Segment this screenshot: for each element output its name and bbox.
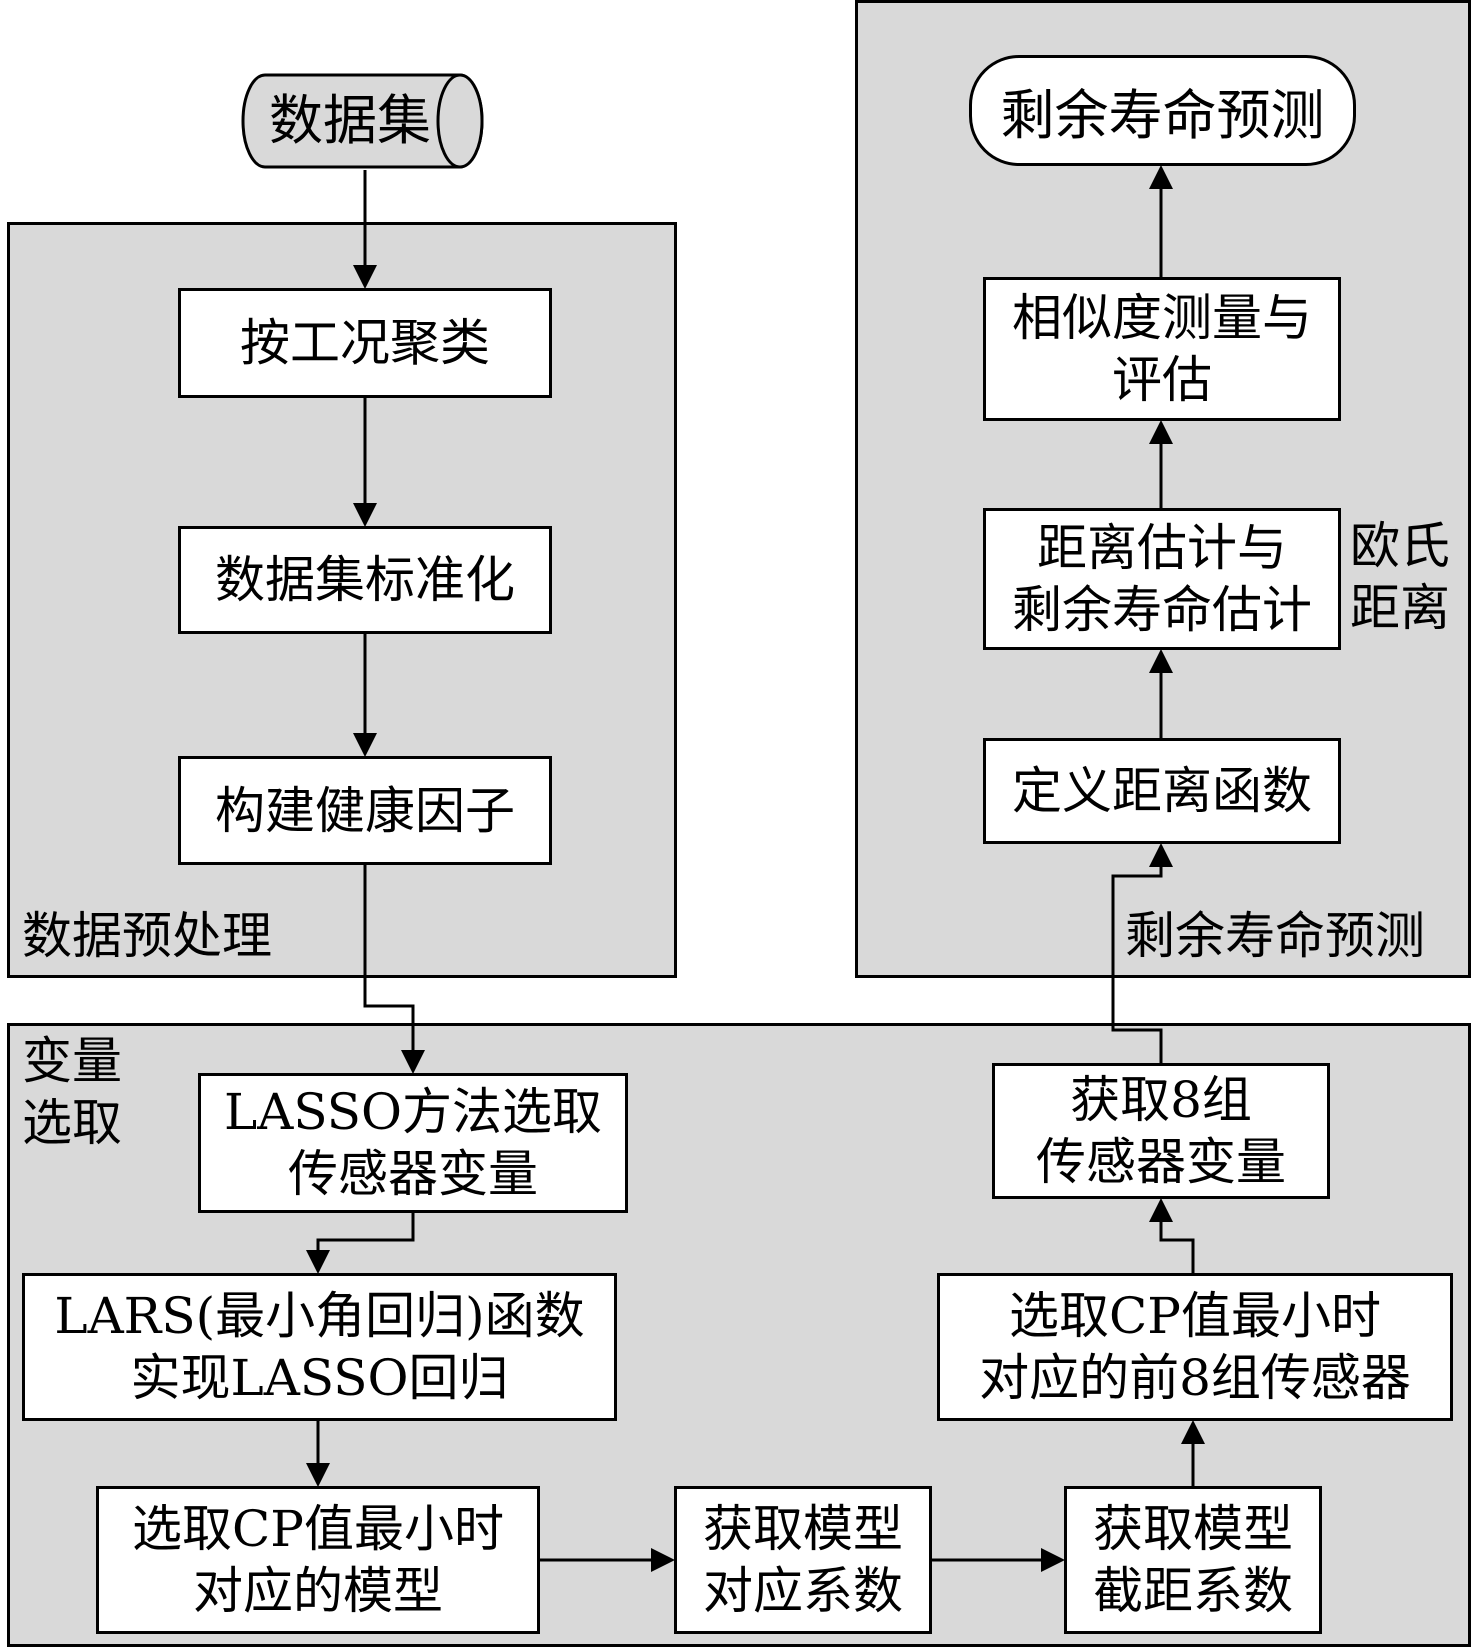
coef-line: 获取模型 [703, 1500, 903, 1558]
step-normalize: 数据集标准化 [178, 526, 552, 634]
min-cp-model-line: 对应的模型 [193, 1562, 443, 1620]
define-distance-box: 定义距离函数 [983, 738, 1341, 844]
euclid-note: 欧氏 距离 [1350, 515, 1450, 639]
intercept-line: 截距系数 [1093, 1562, 1293, 1620]
selection-title-line: 选取 [22, 1094, 122, 1152]
lars-line: 实现LASSO回归 [130, 1349, 509, 1407]
estimate-line: 距离估计与 [1037, 519, 1287, 577]
min-cp-sensors-line: 对应的前8组传感器 [979, 1349, 1411, 1407]
lasso-line: 传感器变量 [288, 1145, 538, 1203]
lasso-box: LASSO方法选取 传感器变量 [198, 1073, 628, 1213]
estimate-box: 距离估计与 剩余寿命估计 [983, 508, 1341, 650]
preprocess-title: 数据预处理 [22, 907, 272, 965]
rul-title: 剩余寿命预测 [1125, 907, 1425, 965]
intercept-box: 获取模型 截距系数 [1064, 1486, 1322, 1634]
coef-box: 获取模型 对应系数 [674, 1486, 932, 1634]
similarity-line: 评估 [1112, 351, 1212, 409]
selection-title-line: 变量 [22, 1032, 122, 1090]
min-cp-model-box: 选取CP值最小时 对应的模型 [96, 1486, 540, 1634]
coef-line: 对应系数 [703, 1562, 903, 1620]
estimate-line: 剩余寿命估计 [1012, 581, 1312, 639]
step-normalize-label: 数据集标准化 [215, 551, 515, 609]
get8-box: 获取8组 传感器变量 [992, 1063, 1330, 1199]
dataset-label: 数据集 [269, 89, 431, 152]
similarity-line: 相似度测量与 [1012, 289, 1312, 347]
step-cluster: 按工况聚类 [178, 288, 552, 398]
get8-line: 传感器变量 [1036, 1133, 1286, 1191]
euclid-note-line: 距离 [1350, 579, 1450, 637]
similarity-box: 相似度测量与 评估 [983, 277, 1341, 421]
dataset-cylinder [241, 73, 484, 169]
selection-title: 变量 选取 [22, 1030, 122, 1154]
lars-line: LARS(最小角回归)函数 [54, 1287, 585, 1345]
define-distance-label: 定义距离函数 [1012, 762, 1312, 820]
step-cluster-label: 按工况聚类 [240, 314, 490, 372]
step-health-factor: 构建健康因子 [178, 756, 552, 865]
get8-line: 获取8组 [1070, 1071, 1252, 1129]
rul-output: 剩余寿命预测 [969, 55, 1356, 166]
lars-box: LARS(最小角回归)函数 实现LASSO回归 [22, 1273, 617, 1421]
euclid-note-line: 欧氏 [1350, 517, 1450, 575]
step-health-factor-label: 构建健康因子 [215, 781, 515, 840]
min-cp-sensors-box: 选取CP值最小时 对应的前8组传感器 [937, 1273, 1453, 1421]
rul-output-label: 剩余寿命预测 [1000, 84, 1325, 147]
min-cp-sensors-line: 选取CP值最小时 [1009, 1287, 1381, 1345]
intercept-line: 获取模型 [1093, 1500, 1293, 1558]
min-cp-model-line: 选取CP值最小时 [132, 1500, 504, 1558]
lasso-line: LASSO方法选取 [224, 1083, 602, 1141]
